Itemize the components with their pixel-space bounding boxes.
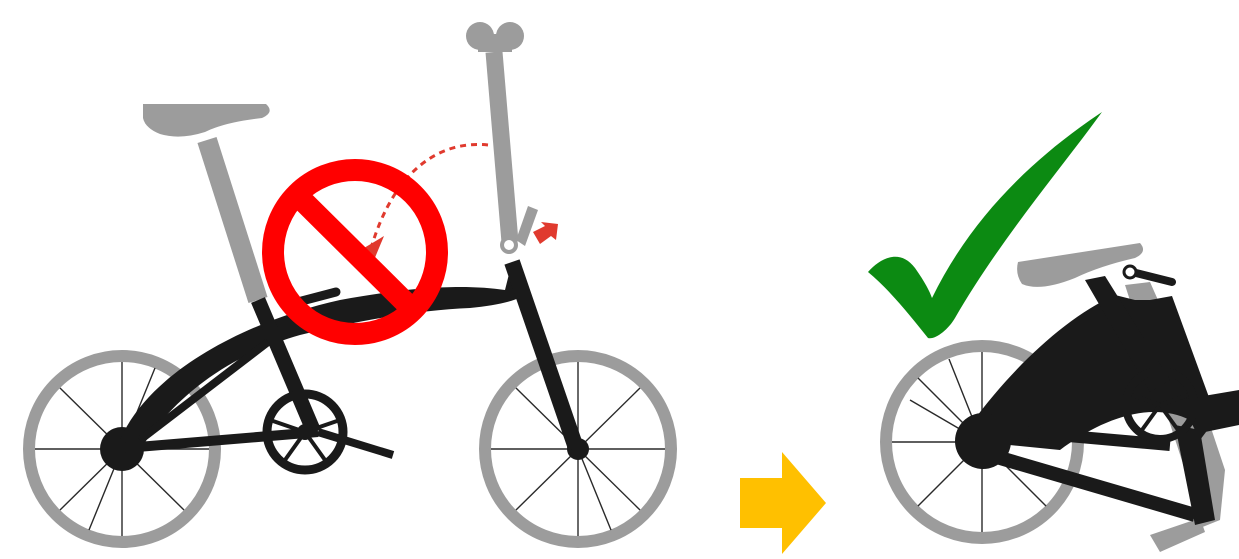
unfolded-bike [23, 22, 677, 548]
right-arrow-icon [740, 452, 826, 554]
chainring [262, 389, 348, 475]
front-wheel [479, 350, 677, 548]
rear-wheel [23, 350, 221, 548]
bike-frame [120, 259, 584, 459]
seat-post [143, 104, 270, 304]
folded-chainring [1122, 367, 1198, 443]
prohibited-sign-icon [262, 159, 448, 345]
folded-bike [880, 243, 1239, 552]
checkmark-icon [868, 112, 1102, 339]
handlebar-stem [466, 22, 538, 254]
fold-direction-hint [364, 142, 558, 260]
folded-frame [955, 264, 1239, 525]
